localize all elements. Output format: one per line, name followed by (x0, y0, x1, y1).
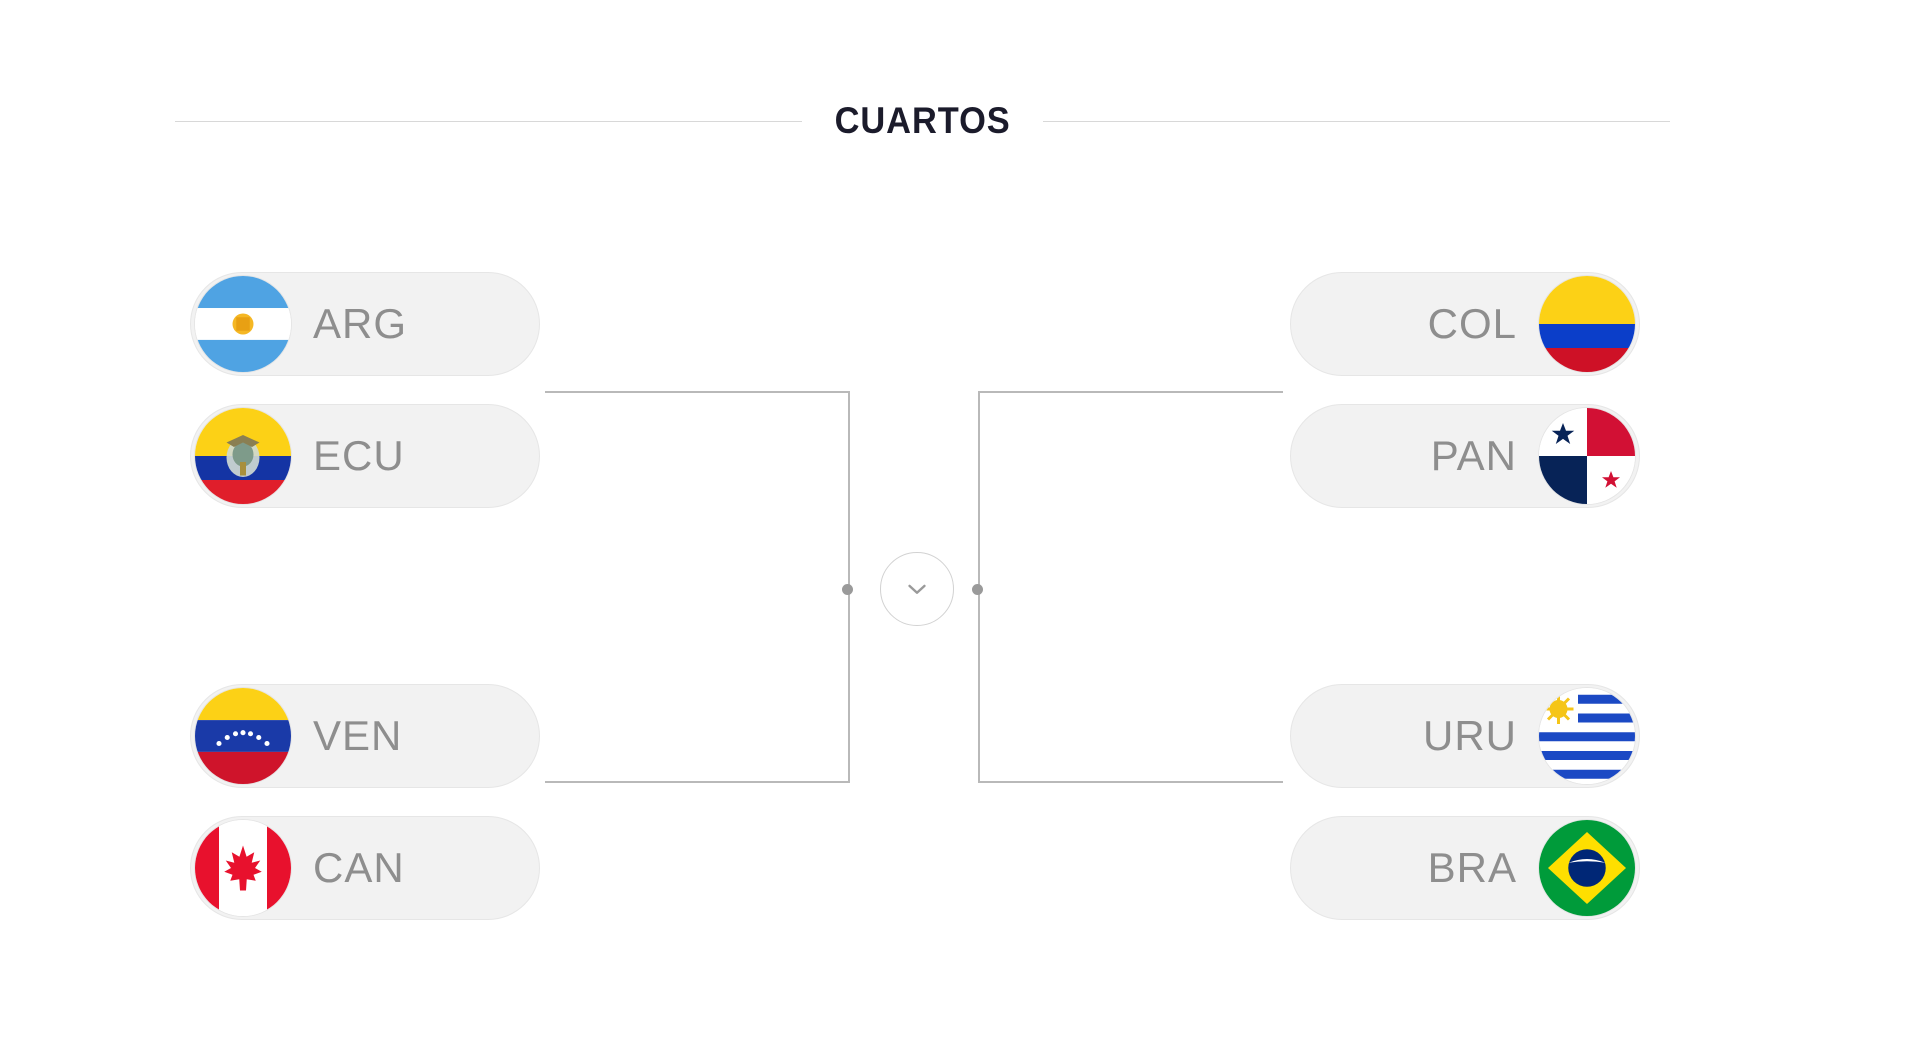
expand-final-button[interactable] (880, 552, 954, 626)
team-code-pan: PAN (1430, 432, 1517, 479)
team-code-ecu: ECU (313, 432, 405, 479)
flag-uruguay-icon (1539, 688, 1635, 784)
header-rule-left (175, 120, 802, 122)
connector-right-bottom (978, 781, 1283, 783)
team-code-bra: BRA (1427, 844, 1517, 891)
team-pill-col[interactable]: COL (1290, 272, 1640, 376)
flag-colombia-icon (1539, 276, 1635, 372)
team-code-can: CAN (313, 844, 405, 891)
team-code-ven: VEN (313, 712, 403, 759)
team-pill-ven[interactable]: VEN (190, 684, 540, 788)
team-pill-pan[interactable]: PAN (1290, 404, 1640, 508)
flag-panama-icon (1539, 408, 1635, 504)
round-title: CUARTOS (834, 100, 1011, 141)
team-pill-bra[interactable]: BRA (1290, 816, 1640, 920)
header-rule-right (1043, 120, 1670, 122)
team-code-uru: URU (1423, 712, 1517, 759)
flag-ecuador-icon (195, 408, 291, 504)
connector-right-top (978, 391, 1283, 393)
flag-argentina-icon (195, 276, 291, 372)
round-header: CUARTOS (175, 98, 1670, 144)
connector-dot-right (972, 584, 983, 595)
team-code-arg: ARG (313, 300, 408, 347)
connector-left-top (545, 391, 850, 393)
chevron-down-icon (908, 584, 926, 594)
connector-left-bottom (545, 781, 850, 783)
connector-dot-left (842, 584, 853, 595)
team-pill-uru[interactable]: URU (1290, 684, 1640, 788)
flag-venezuela-icon (195, 688, 291, 784)
flag-brazil-icon (1539, 820, 1635, 916)
team-code-col: COL (1427, 300, 1517, 347)
team-pill-can[interactable]: CAN (190, 816, 540, 920)
team-pill-ecu[interactable]: ECU (190, 404, 540, 508)
team-pill-arg[interactable]: ARG (190, 272, 540, 376)
flag-canada-icon (195, 820, 291, 916)
